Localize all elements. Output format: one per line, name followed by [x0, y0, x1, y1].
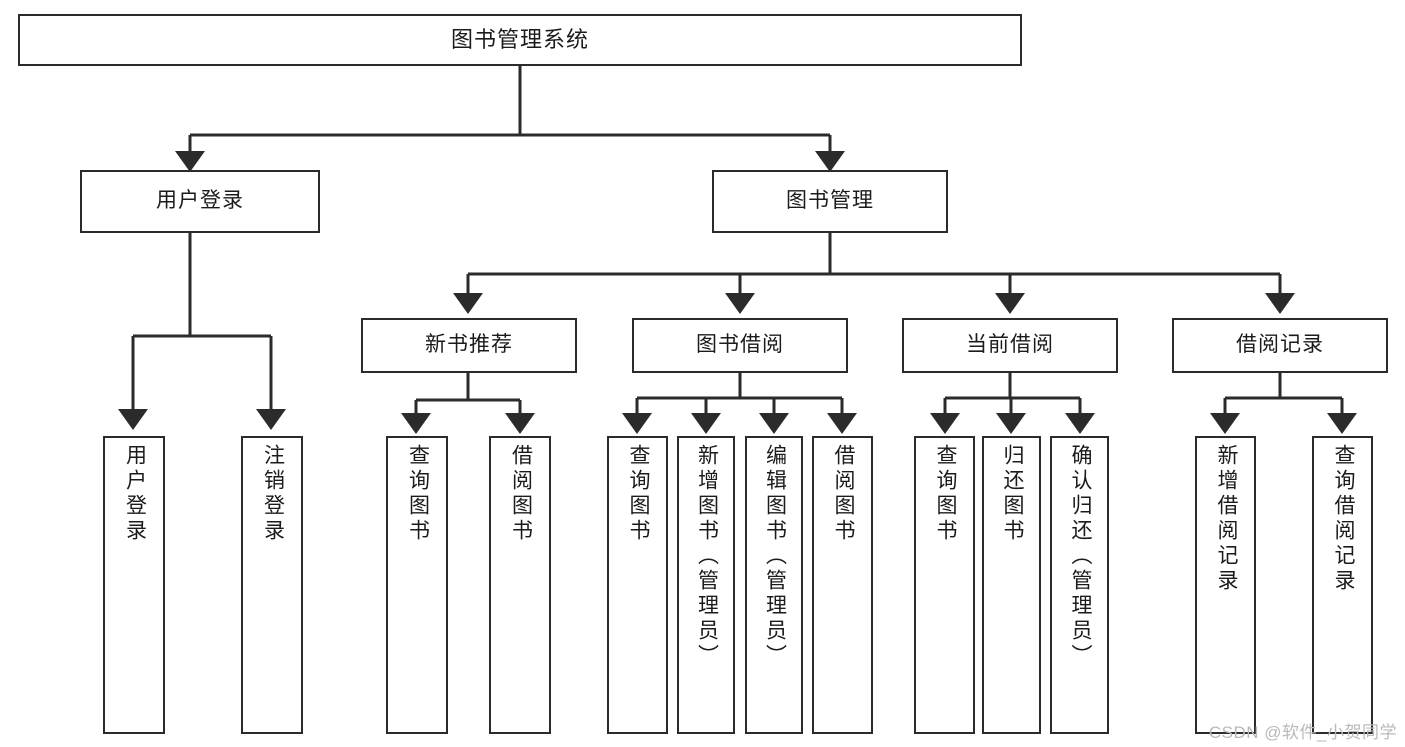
leaf-query-book-borrow[interactable]: 查询图书	[607, 436, 668, 734]
leaf-edit-book-admin-label: 编辑图书（管理员）	[763, 444, 787, 669]
leaf-query-book-current-label: 查询图书	[934, 444, 957, 544]
leaf-query-borrow-record[interactable]: 查询借阅记录	[1312, 436, 1373, 734]
node-current-borrow[interactable]: 当前借阅	[902, 318, 1118, 373]
node-book-borrow[interactable]: 图书借阅	[632, 318, 848, 373]
leaf-query-book-borrow-label: 查询图书	[627, 444, 650, 544]
node-book-management[interactable]: 图书管理	[712, 170, 948, 233]
leaf-borrow-book[interactable]: 借阅图书	[812, 436, 873, 734]
leaf-logout-label: 注销登录	[261, 444, 285, 544]
node-book-management-label: 图书管理	[786, 189, 874, 213]
node-new-book-recommend-label: 新书推荐	[425, 333, 513, 357]
leaf-user-login-label: 用户登录	[123, 444, 147, 544]
leaf-borrow-book-recommend-label: 借阅图书	[509, 444, 533, 544]
leaf-add-borrow-record-label: 新增借阅记录	[1215, 444, 1238, 594]
node-current-borrow-label: 当前借阅	[966, 333, 1054, 357]
leaf-add-book-admin-label: 新增图书（管理员）	[695, 444, 719, 669]
leaf-borrow-book-recommend[interactable]: 借阅图书	[489, 436, 551, 734]
leaf-confirm-return-admin-label: 确认归还（管理员）	[1069, 444, 1092, 669]
leaf-user-login[interactable]: 用户登录	[103, 436, 165, 734]
leaf-return-book-label: 归还图书	[1001, 444, 1024, 544]
leaf-add-borrow-record[interactable]: 新增借阅记录	[1195, 436, 1256, 734]
node-user-login-label: 用户登录	[156, 189, 244, 213]
leaf-confirm-return-admin[interactable]: 确认归还（管理员）	[1050, 436, 1109, 734]
leaf-logout[interactable]: 注销登录	[241, 436, 303, 734]
node-borrow-record-label: 借阅记录	[1236, 333, 1324, 357]
leaf-edit-book-admin[interactable]: 编辑图书（管理员）	[745, 436, 803, 734]
node-root[interactable]: 图书管理系统	[18, 14, 1022, 66]
leaf-borrow-book-label: 借阅图书	[832, 444, 855, 544]
node-user-login[interactable]: 用户登录	[80, 170, 320, 233]
leaf-return-book[interactable]: 归还图书	[982, 436, 1041, 734]
node-root-label: 图书管理系统	[450, 27, 589, 53]
leaf-query-book-current[interactable]: 查询图书	[914, 436, 975, 734]
leaf-add-book-admin[interactable]: 新增图书（管理员）	[677, 436, 735, 734]
leaf-query-book-recommend-label: 查询图书	[406, 444, 430, 544]
node-borrow-record[interactable]: 借阅记录	[1172, 318, 1388, 373]
node-new-book-recommend[interactable]: 新书推荐	[361, 318, 577, 373]
leaf-query-book-recommend[interactable]: 查询图书	[386, 436, 448, 734]
leaf-query-borrow-record-label: 查询借阅记录	[1332, 444, 1355, 594]
node-book-borrow-label: 图书借阅	[696, 333, 784, 357]
watermark: CSDN @软件_小贺同学	[1208, 723, 1397, 742]
